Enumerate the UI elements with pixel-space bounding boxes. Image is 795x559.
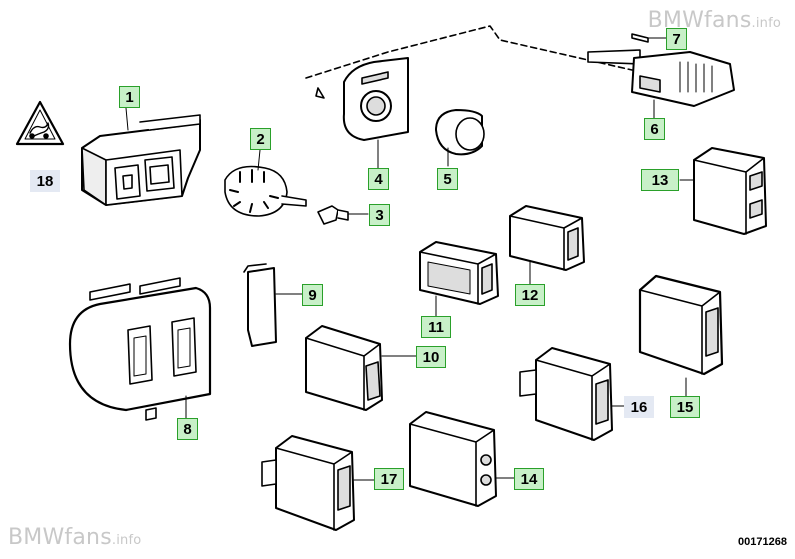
part-2-ignition-switch — [224, 149, 307, 217]
part-13-switch — [679, 147, 767, 235]
callout-12[interactable]: 12 — [515, 284, 545, 306]
watermark-bottom: BMWfans.info — [8, 525, 142, 550]
part-15-switch — [638, 274, 724, 397]
callout-6[interactable]: 6 — [644, 118, 665, 140]
cable-dashed-line — [305, 25, 633, 79]
part-1-hazard-switch — [81, 107, 201, 206]
callout-2[interactable]: 2 — [250, 128, 271, 150]
part-12-switch — [509, 205, 585, 285]
callout-11[interactable]: 11 — [421, 316, 451, 338]
callout-4[interactable]: 4 — [368, 168, 389, 190]
part-10-switch — [305, 325, 417, 411]
part-4-lock-trim — [342, 57, 409, 169]
callout-1[interactable]: 1 — [119, 86, 140, 108]
part-6-switch-assembly — [587, 33, 735, 119]
callout-5[interactable]: 5 — [437, 168, 458, 190]
callout-18[interactable]: 18 — [30, 170, 60, 192]
callout-16[interactable]: 16 — [624, 396, 654, 418]
part-11-switch — [419, 241, 499, 317]
part-5-cap — [435, 109, 485, 167]
callout-15[interactable]: 15 — [670, 396, 700, 418]
callout-9[interactable]: 9 — [302, 284, 323, 306]
warning-triangle-icon — [15, 100, 65, 146]
callout-17[interactable]: 17 — [374, 468, 404, 490]
part-9-cover-plate — [243, 263, 303, 347]
callout-13[interactable]: 13 — [641, 169, 679, 191]
callout-14[interactable]: 14 — [514, 468, 544, 490]
catalog-number: 00171268 — [738, 536, 787, 548]
callout-8[interactable]: 8 — [177, 418, 198, 440]
callout-10[interactable]: 10 — [416, 346, 446, 368]
watermark-top: BMWfans.info — [647, 8, 781, 33]
part-14-switch — [409, 411, 515, 507]
callout-3[interactable]: 3 — [369, 204, 390, 226]
part-8-switch-housing — [68, 277, 212, 421]
part-17-switch — [261, 435, 375, 531]
part-3-screw — [317, 205, 369, 225]
part-16-switch — [519, 347, 625, 441]
callout-7[interactable]: 7 — [666, 28, 687, 50]
